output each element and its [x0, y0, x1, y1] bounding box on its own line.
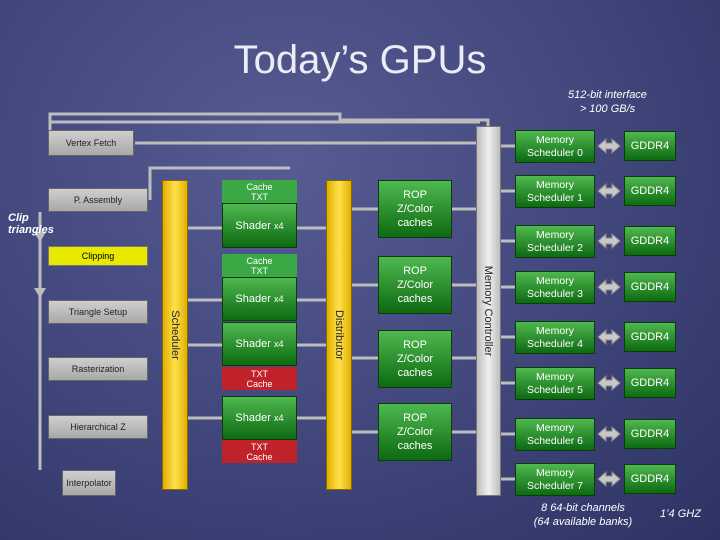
clock-note: 1’4 GHZ: [660, 508, 701, 520]
cache-line-top: TXT: [251, 368, 268, 379]
cache-line-top: Cache: [246, 255, 273, 266]
shader-unit-0: Shader x4: [222, 203, 297, 248]
gddr4-chip-4: GDDR4: [624, 322, 676, 352]
gddr4-chip-1: GDDR4: [624, 176, 676, 206]
interface-line1: 512-bit interface: [568, 89, 647, 101]
distributor-label: Distributor: [333, 309, 345, 361]
scheduler-label: Scheduler: [169, 310, 182, 360]
rasterization-box: Rasterization: [48, 357, 148, 381]
interface-note: 512-bit interface > 100 GB/s: [540, 88, 675, 116]
texture-cache-0: Cache TXT: [222, 180, 297, 203]
shader-unit-2: Shader x4: [222, 322, 297, 366]
gddr4-chip-6: GDDR4: [624, 419, 676, 449]
clip-triangles-label: Clip triangles: [8, 212, 54, 236]
texture-cache-2: TXT Cache: [222, 367, 297, 390]
hierarchical-z-box: Hierarchical Z: [48, 415, 148, 439]
shader-unit-1: Shader x4: [222, 277, 297, 321]
interface-line2: > 100 GB/s: [579, 103, 636, 115]
shader-unit-3: Shader x4: [222, 396, 297, 440]
cache-line-top: TXT: [251, 441, 268, 452]
clipping-box: Clipping: [48, 246, 148, 266]
cache-line-top: Cache: [246, 181, 273, 192]
p-assembly-box: P. Assembly: [48, 188, 148, 212]
memory-controller-bar: Memory Controller: [476, 126, 501, 496]
triangle-setup-box: Triangle Setup: [48, 300, 148, 324]
texture-cache-1: Cache TXT: [222, 254, 297, 277]
cache-line-bottom: Cache: [246, 451, 273, 462]
distributor-bar: Distributor: [326, 180, 352, 490]
banks-line: (64 available banks): [533, 516, 633, 528]
scheduler-bar: Scheduler: [162, 180, 188, 490]
cache-line-bottom: Cache: [246, 378, 273, 389]
gddr4-chip-5: GDDR4: [624, 368, 676, 398]
channels-line: 8 64-bit channels: [541, 502, 625, 514]
channels-note: 8 64-bit channels (64 available banks): [522, 501, 644, 529]
gddr4-chip-3: GDDR4: [624, 272, 676, 302]
interpolator-box: Interpolator: [62, 470, 116, 496]
slide-title: Today’s GPUs: [233, 38, 487, 82]
vertex-fetch-box: Vertex Fetch: [48, 130, 134, 156]
cache-line-bottom: TXT: [251, 265, 268, 276]
gddr4-chip-2: GDDR4: [624, 226, 676, 256]
gddr4-chip-7: GDDR4: [624, 464, 676, 494]
texture-cache-3: TXT Cache: [222, 440, 297, 463]
cache-line-bottom: TXT: [251, 191, 268, 202]
memory-controller-label: Memory Controller: [482, 265, 495, 357]
gddr4-chip-0: GDDR4: [624, 131, 676, 161]
